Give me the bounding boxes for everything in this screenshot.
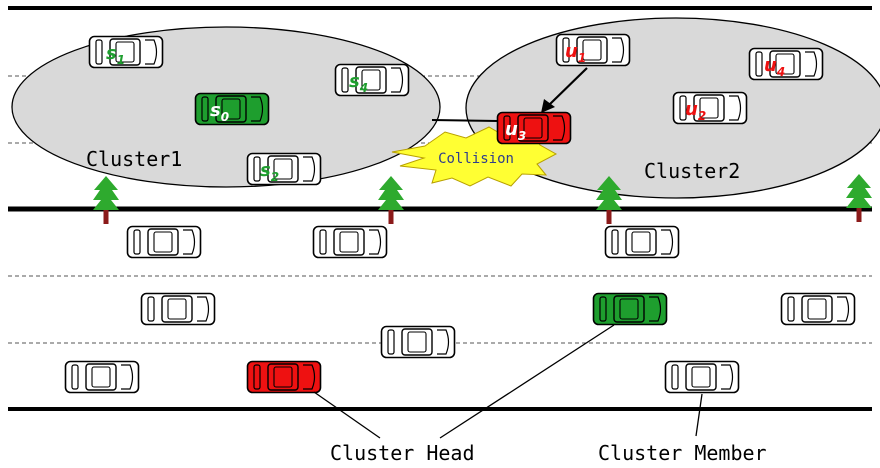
vehicle-s4-subscript: 4 bbox=[359, 81, 368, 95]
pointer-line bbox=[439, 324, 615, 439]
car-icon bbox=[126, 225, 202, 259]
vehicle-u2: u2 bbox=[672, 91, 748, 125]
cluster-member-car-icon bbox=[664, 360, 740, 394]
vehicle-s0-label: s bbox=[210, 100, 221, 121]
vehicle-u3-subscript: 3 bbox=[518, 129, 526, 143]
vehicle-u4-subscript: 4 bbox=[776, 65, 785, 79]
pointer-line bbox=[695, 393, 703, 437]
svg-text:s0: s0 bbox=[210, 100, 229, 124]
svg-text:u2: u2 bbox=[685, 99, 706, 123]
svg-text:s4: s4 bbox=[349, 71, 368, 95]
car-icon bbox=[140, 292, 216, 326]
message-arrow bbox=[541, 67, 588, 113]
car-icon bbox=[380, 325, 456, 359]
vehicle-u3: u3 bbox=[496, 111, 572, 145]
vehicle-s2-subscript: 2 bbox=[271, 170, 279, 184]
tree-icon bbox=[846, 174, 872, 222]
car-icon bbox=[64, 360, 140, 394]
vehicle-s1-label: s bbox=[106, 43, 117, 64]
svg-text:s2: s2 bbox=[260, 160, 279, 184]
vehicle-s4-label: s bbox=[349, 71, 360, 92]
vehicle-u2-label: u bbox=[685, 99, 698, 120]
vehicle-s1: s1 bbox=[88, 35, 164, 69]
vehicle-s4: s4 bbox=[334, 63, 410, 97]
svg-text:u4: u4 bbox=[764, 55, 785, 79]
vehicle-u3-label: u bbox=[505, 119, 518, 140]
vehicle-s2-label: s bbox=[260, 160, 271, 181]
svg-text:u3: u3 bbox=[505, 119, 526, 143]
car-icon bbox=[312, 225, 388, 259]
svg-text:s1: s1 bbox=[106, 43, 125, 67]
vehicle-s0-subscript: 0 bbox=[221, 110, 229, 124]
cluster1-label: Cluster1 bbox=[86, 147, 182, 171]
vehicle-u1-subscript: 1 bbox=[578, 51, 586, 65]
cluster-head-car-icon bbox=[246, 360, 322, 394]
vehicle-u2-subscript: 2 bbox=[698, 109, 706, 123]
legend-cluster-member: Cluster Member bbox=[598, 441, 767, 465]
vehicle-s1-subscript: 1 bbox=[117, 53, 125, 67]
vehicle-s2: s2 bbox=[246, 152, 322, 186]
vehicle-u1: u1 bbox=[555, 33, 631, 67]
legend-cluster-head: Cluster Head bbox=[330, 441, 475, 465]
vehicle-s0: s0 bbox=[194, 92, 270, 126]
tree-icon bbox=[93, 176, 119, 224]
cluster-link bbox=[431, 119, 499, 122]
tree-icon bbox=[378, 176, 404, 224]
svg-text:u1: u1 bbox=[565, 41, 586, 65]
cluster-head-car-icon bbox=[592, 292, 668, 326]
pointer-line bbox=[313, 391, 381, 439]
collision-label: Collision bbox=[438, 151, 514, 167]
car-icon bbox=[780, 292, 856, 326]
cluster2-label: Cluster2 bbox=[644, 159, 740, 183]
vehicle-u1-label: u bbox=[565, 41, 578, 62]
car-icon bbox=[604, 225, 680, 259]
vehicle-u4-label: u bbox=[764, 55, 777, 76]
vehicle-u4: u4 bbox=[748, 47, 824, 81]
